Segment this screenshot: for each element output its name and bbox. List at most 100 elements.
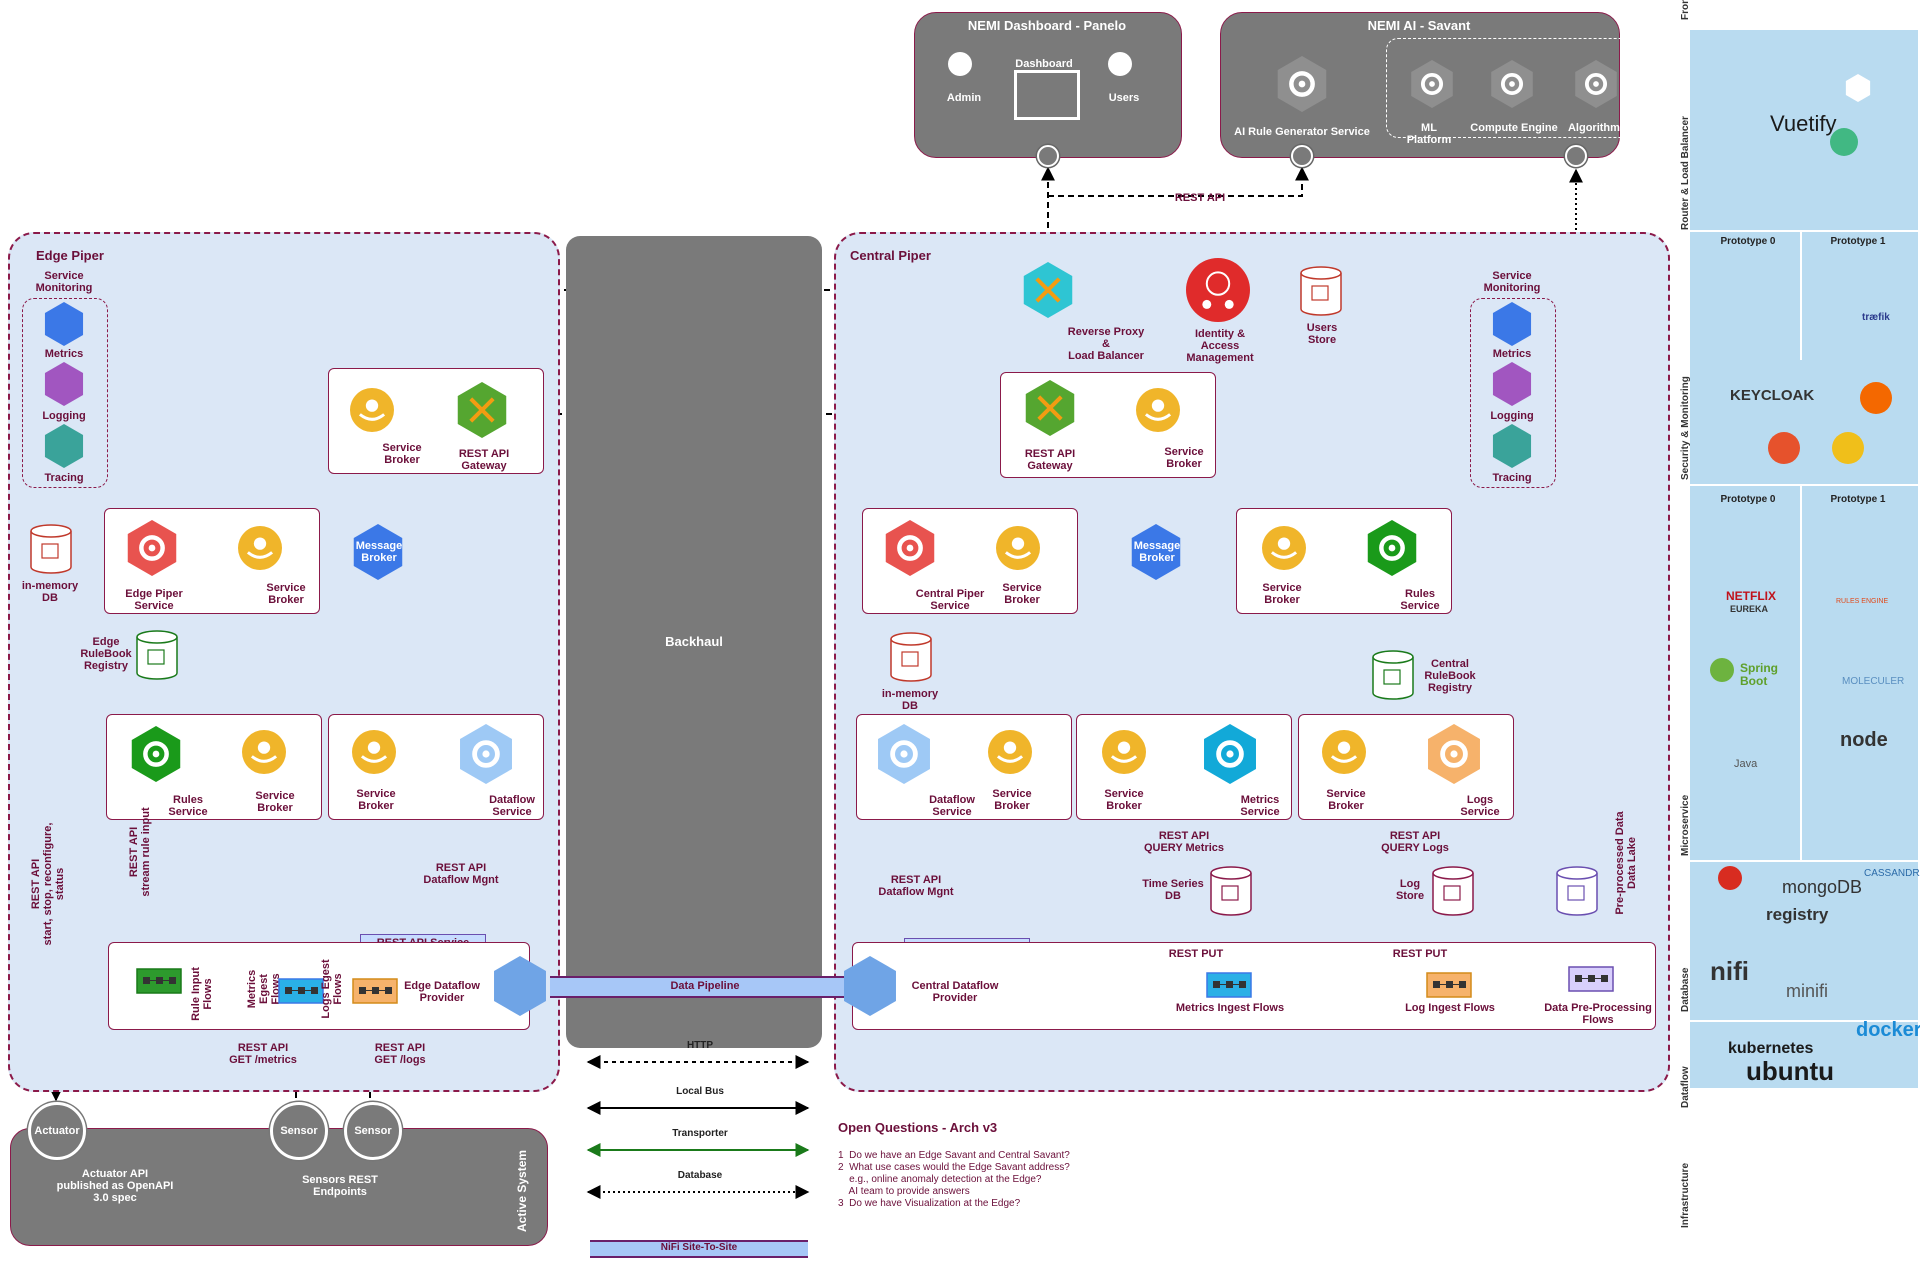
central-logs-service-label: Logs Service bbox=[1460, 794, 1500, 818]
docker-logo: docker bbox=[1856, 1019, 1920, 1041]
edge-dataflow-service-icon[interactable] bbox=[454, 722, 518, 786]
central-monitoring-metrics-icon[interactable] bbox=[1488, 300, 1536, 348]
algorithms-label: Algorithms bbox=[1567, 122, 1627, 134]
questions-list: 1 Do we have an Edge Savant and Central … bbox=[838, 1150, 1070, 1209]
central-dataflow-service-icon[interactable] bbox=[872, 722, 936, 786]
central-dataflow-service-label: Dataflow Service bbox=[929, 794, 975, 818]
central-monitoring-logging-icon[interactable] bbox=[1488, 360, 1536, 408]
panelo-pin bbox=[1037, 145, 1059, 167]
edge-monitoring-logging-icon[interactable] bbox=[40, 360, 88, 408]
edge-piper-service-icon[interactable] bbox=[122, 518, 182, 578]
stack-security-label: Security & Monitoring bbox=[1680, 376, 1691, 480]
preproc-icon[interactable] bbox=[1568, 966, 1614, 992]
central-provider-icon[interactable] bbox=[838, 954, 902, 1018]
edge-message-broker-icon[interactable] bbox=[348, 522, 408, 582]
elastic-icon bbox=[1832, 432, 1864, 464]
central-piper-service-icon[interactable] bbox=[880, 518, 940, 578]
actuator-node[interactable]: Actuator bbox=[28, 1102, 86, 1160]
sensors-rest-label: Sensors REST Endpoints bbox=[302, 1174, 378, 1198]
edge-rules-service-icon[interactable] bbox=[126, 724, 186, 784]
nifi-logo: nifi bbox=[1710, 956, 1749, 986]
ubuntu-logo: ubuntu bbox=[1746, 1056, 1835, 1086]
ml-platform-label: ML Platform bbox=[1406, 122, 1452, 146]
backhaul-label: Backhaul bbox=[665, 634, 723, 649]
algorithms-icon[interactable] bbox=[1570, 58, 1622, 110]
central-rulebook-icon bbox=[1372, 650, 1414, 700]
rest-put-2-label: REST PUT bbox=[1392, 948, 1448, 960]
admin-icon bbox=[948, 52, 972, 76]
iam-label: Identity & Access Management bbox=[1186, 328, 1254, 364]
compute-label: Compute Engine bbox=[1470, 122, 1558, 134]
edge-monitoring-metrics-icon[interactable] bbox=[40, 300, 88, 348]
metrics-egest-icon[interactable] bbox=[278, 978, 324, 1004]
keycloak-logo: KEYCLOAK bbox=[1730, 387, 1815, 404]
micro-proto0: Prototype 0 bbox=[1720, 494, 1776, 505]
central-monitoring-group bbox=[1470, 298, 1556, 488]
iam-icon bbox=[1186, 258, 1250, 322]
edge-rules-broker-label: Service Broker bbox=[255, 790, 295, 814]
edge-inmemory-icon bbox=[30, 524, 72, 574]
rules-engine-logo: RULES ENGINE bbox=[1836, 598, 1889, 605]
active-system-label: Active System bbox=[515, 1149, 529, 1232]
central-inmemory-icon bbox=[890, 632, 932, 682]
edge-service-broker-icon bbox=[238, 526, 282, 570]
log-store-icon bbox=[1432, 866, 1474, 916]
central-piper-service-label: Central Piper Service bbox=[915, 588, 985, 612]
edge-piper-service-label: Edge Piper Service bbox=[125, 588, 183, 612]
central-logs-service-icon[interactable] bbox=[1422, 722, 1486, 786]
questions-title: Open Questions - Arch v3 bbox=[838, 1120, 998, 1135]
vuetify-logo: Vuetify bbox=[1770, 111, 1837, 136]
savant-title: NEMI AI - Savant bbox=[1367, 18, 1471, 33]
registry-logo: registry bbox=[1766, 905, 1829, 924]
central-rules-broker-label: Service Broker bbox=[1262, 582, 1302, 606]
central-monitoring-tracing-icon[interactable] bbox=[1488, 422, 1536, 470]
legend-nifi-label: NiFi Site-To-Site bbox=[660, 1242, 738, 1253]
logs-egest-icon[interactable] bbox=[352, 978, 398, 1004]
legend-nifi-bar bbox=[590, 1240, 808, 1258]
edge-dataflow-broker-icon bbox=[352, 730, 396, 774]
central-rulebook-label: Central RuleBook Registry bbox=[1424, 658, 1476, 694]
rest-query-metrics-label: REST API QUERY Metrics bbox=[1143, 830, 1225, 854]
central-message-broker-icon[interactable] bbox=[1126, 522, 1186, 582]
central-logs-broker-icon bbox=[1322, 730, 1366, 774]
central-monitoring-title: Service Monitoring bbox=[1483, 270, 1541, 294]
edge-provider-icon[interactable] bbox=[488, 954, 552, 1018]
legend-http-label: HTTP bbox=[686, 1040, 714, 1051]
ts-db-icon bbox=[1210, 866, 1252, 916]
stack-vdivider-0 bbox=[1800, 230, 1802, 360]
stack-divider-1 bbox=[1690, 484, 1918, 486]
ai-rule-icon[interactable] bbox=[1272, 54, 1332, 114]
central-rest-dataflow-label: REST API Dataflow Mgnt bbox=[878, 874, 954, 898]
central-monitoring-logging: Logging bbox=[1490, 410, 1534, 422]
central-metrics-service-icon[interactable] bbox=[1198, 722, 1262, 786]
edge-piper-title: Edge Piper bbox=[36, 248, 104, 263]
edge-gateway-icon[interactable] bbox=[452, 380, 512, 440]
sensor-node-1[interactable]: Sensor bbox=[270, 1102, 328, 1160]
central-gateway-icon[interactable] bbox=[1020, 378, 1080, 438]
users-store-label: Users Store bbox=[1306, 322, 1338, 346]
netflix-logo: NETFLIX bbox=[1726, 589, 1776, 603]
log-ingest-icon[interactable] bbox=[1426, 972, 1472, 998]
metrics-ingest-icon[interactable] bbox=[1206, 972, 1252, 998]
sensor-node-2[interactable]: Sensor bbox=[344, 1102, 402, 1160]
central-logs-broker-label: Service Broker bbox=[1326, 788, 1366, 812]
central-monitoring-metrics: Metrics bbox=[1492, 348, 1532, 360]
ml-platform-icon[interactable] bbox=[1406, 58, 1458, 110]
edge-rules-service-label: Rules Service bbox=[168, 794, 208, 818]
stack-divider-2 bbox=[1690, 860, 1918, 862]
edge-rest-dataflow-label: REST API Dataflow Mgnt bbox=[423, 862, 499, 886]
central-gateway-broker-icon bbox=[1136, 388, 1180, 432]
rule-input-flows-icon[interactable] bbox=[136, 968, 182, 994]
edge-gateway-label: REST API Gateway bbox=[458, 448, 510, 472]
central-service-broker-label: Service Broker bbox=[1002, 582, 1042, 606]
central-provider-label: Central Dataflow Provider bbox=[911, 980, 999, 1004]
vuetify-top-icon[interactable] bbox=[1842, 72, 1874, 104]
micro-proto1: Prototype 1 bbox=[1830, 494, 1886, 505]
savant-ml-group bbox=[1386, 38, 1638, 138]
edge-monitoring-tracing-icon[interactable] bbox=[40, 422, 88, 470]
central-rules-service-icon[interactable] bbox=[1362, 518, 1422, 578]
redis-icon bbox=[1718, 866, 1742, 890]
compute-icon[interactable] bbox=[1486, 58, 1538, 110]
reverse-proxy-icon[interactable] bbox=[1018, 260, 1078, 320]
cassandra-logo: CASSANDRA bbox=[1864, 868, 1920, 879]
